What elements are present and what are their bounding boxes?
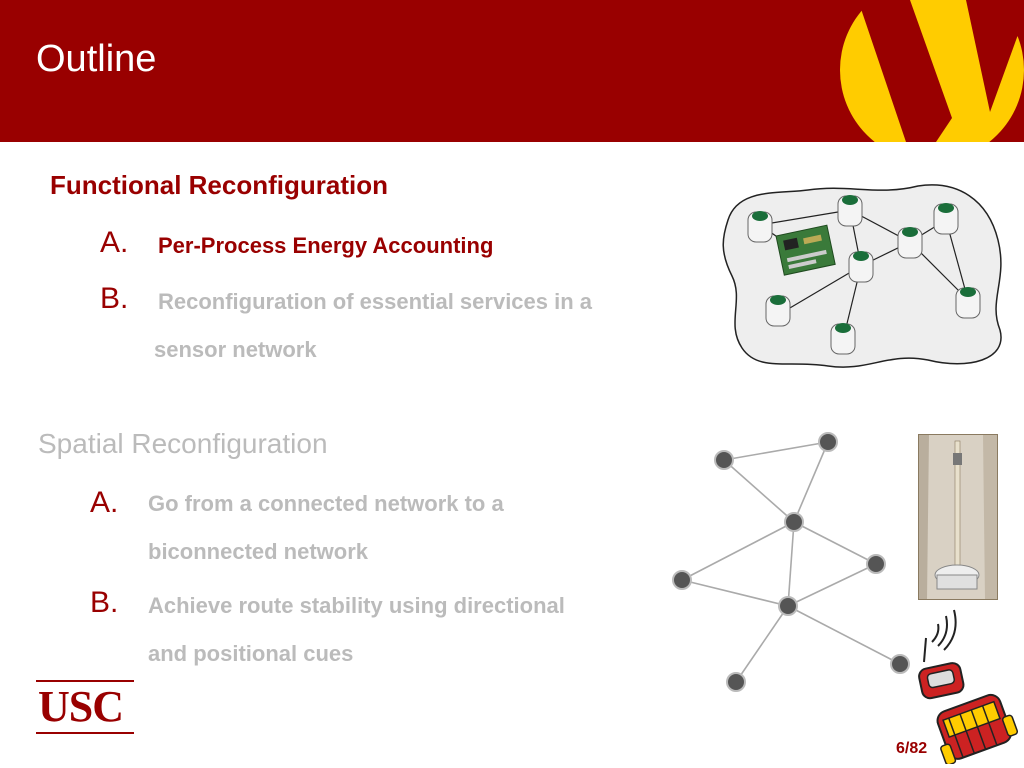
antenna-photo-icon [919,435,997,599]
graph-edges [681,441,901,683]
sensor-node [765,295,791,327]
sensor-node [830,323,856,355]
item-letter-a: A. [100,226,129,259]
graph-node [784,512,804,532]
item-text-continued: and positional cues [148,641,354,666]
sensor-nodes [747,195,981,355]
item-text: Reconfiguration of essential services in… [158,289,593,314]
usc-logo: USC [36,680,134,734]
usc-logo-text: USC [36,680,134,734]
robot-icon [918,609,1019,764]
header-banner: Outline [0,0,1024,142]
section-heading-functional: Functional Reconfiguration [50,170,388,200]
item-letter-b: B. [100,282,129,315]
sensor-node [848,251,874,283]
item-letter-a: A. [90,486,119,519]
item-text-continued: sensor network [154,337,317,362]
sensor-node [897,227,923,259]
university-logo-icon [840,0,1024,142]
item-text: Go from a connected network to a [148,491,504,516]
graph-node [672,570,692,590]
slide-title: Outline [36,38,157,80]
antenna-robot-photo [918,434,998,600]
sensor-node [837,195,863,227]
node-link-graph-diagram [672,432,910,692]
graph-node [726,672,746,692]
section-heading-spatial: Spatial Reconfiguration [38,428,328,459]
graph-node [714,450,734,470]
circuit-board-icon [775,224,836,276]
sensor-node [955,287,981,319]
item-text: Achieve route stability using directiona… [148,593,565,618]
graph-node [890,654,910,674]
sensor-network-diagram [722,184,1002,368]
item-text-continued: biconnected network [148,539,369,564]
graph-nodes [672,432,910,692]
graph-node [866,554,886,574]
graph-node [818,432,838,452]
graph-node [778,596,798,616]
signal-waves-icon [931,609,957,651]
item-text: Per-Process Energy Accounting [158,233,494,258]
page-number: 6/82 [896,740,928,757]
sensor-node [933,203,959,235]
sensor-node [747,211,773,243]
item-letter-b: B. [90,586,119,619]
